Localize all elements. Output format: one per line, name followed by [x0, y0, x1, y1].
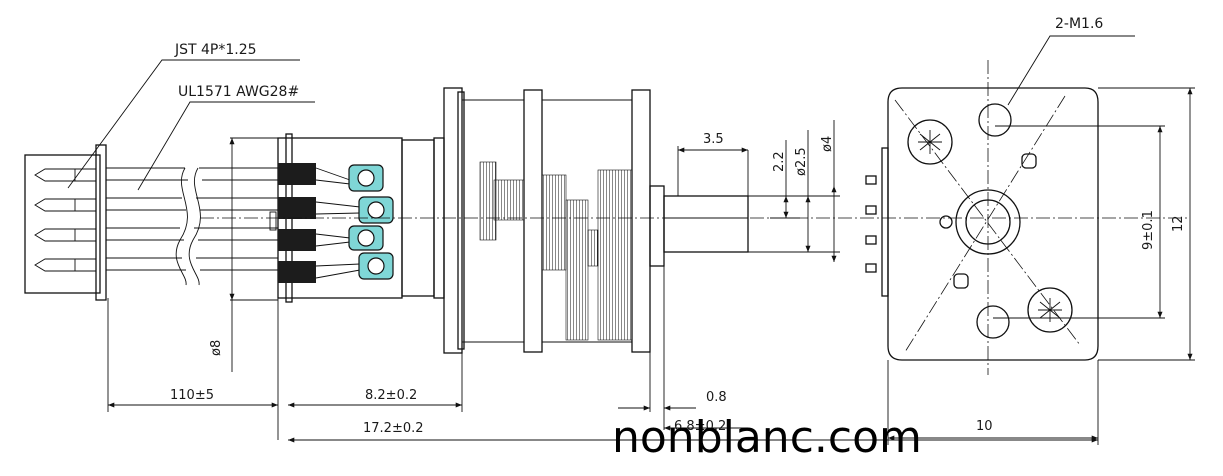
callouts: JST 4P*1.25 UL1571 AWG28# 2-M1.6 — [67, 16, 1135, 191]
dim-hole-spacing: 9±0.1 — [1141, 210, 1156, 250]
end-view — [865, 87, 1099, 361]
dim-width: 10 — [976, 419, 993, 434]
wire-bundle — [106, 167, 278, 286]
solder-pad-4 — [278, 261, 316, 283]
center-lines — [200, 60, 1190, 375]
terminal-tabs — [348, 164, 394, 280]
mounting-hole-bottom — [976, 305, 1010, 339]
solder-pad-1 — [278, 163, 316, 185]
solder-pad-3 — [278, 229, 316, 251]
output-shaft — [663, 195, 749, 253]
dim-height: 12 — [1171, 215, 1186, 232]
connector-label: JST 4P*1.25 — [174, 42, 257, 58]
wire-label: UL1571 AWG28# — [178, 84, 299, 100]
dim-flat-width: 2.2 — [772, 151, 787, 172]
dimensions: 110±5 8.2±0.2 0.8 6.8±0.2 17.2±0.2 10 ø8… — [107, 87, 1195, 445]
dim-wire-length: 110±5 — [170, 388, 214, 403]
mounting-screw-top — [907, 119, 953, 165]
jst-connector — [24, 144, 107, 301]
gearbox — [443, 87, 665, 354]
dim-shaft-length: 3.5 — [703, 132, 724, 147]
solder-pad-2 — [278, 197, 316, 219]
dim-flange-thickness: 0.8 — [706, 390, 727, 405]
dim-total-length: 17.2±0.2 — [363, 421, 424, 436]
dim-shaft-dia: ø2.5 — [794, 147, 809, 176]
screws-label: 2-M1.6 — [1055, 16, 1103, 32]
mounting-screw-bottom — [1027, 287, 1073, 333]
mounting-hole-top — [978, 103, 1012, 137]
dim-boss-dia: ø4 — [820, 136, 835, 152]
dim-motor-length: 8.2±0.2 — [365, 388, 417, 403]
watermark: nonblanc.com — [612, 412, 922, 463]
dim-motor-dia: ø8 — [209, 340, 224, 356]
dim-gearbox-length: 6.8±0.2 — [674, 419, 726, 434]
